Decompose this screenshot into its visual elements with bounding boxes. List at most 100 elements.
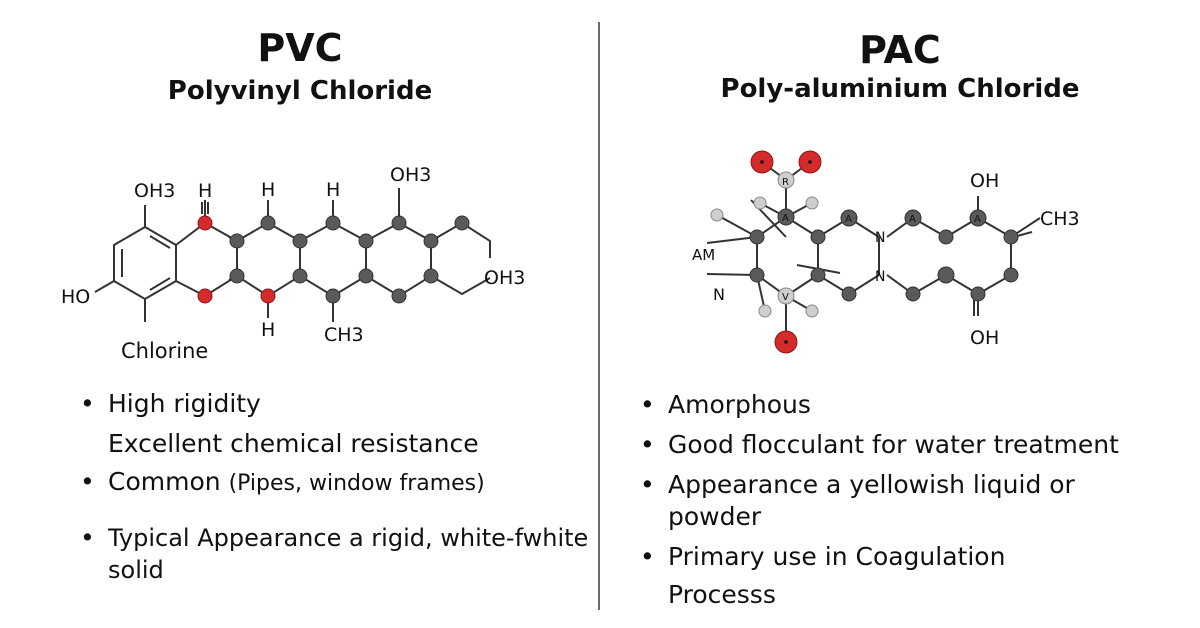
- carbon-atom: [358, 268, 374, 284]
- pac-label-oh-bottom: OH: [970, 327, 999, 349]
- pac-properties-list: • Amorphous • Good flocculant for water …: [638, 389, 1119, 611]
- list-item: • Appearance a yellowish liquid or powde…: [638, 469, 1119, 533]
- pvc-bullet-2-main: Common: [108, 467, 221, 496]
- pac-label-oh-top: OH: [970, 170, 999, 192]
- bullet-icon: •: [640, 390, 655, 419]
- pvc-label-h-bottom: H: [261, 319, 275, 341]
- pvc-bullet-1-line-2: Excellent chemical resistance: [108, 429, 479, 458]
- pac-atom-label-a4: A: [974, 214, 981, 225]
- bullet-icon: •: [80, 523, 95, 552]
- list-item: • Primary use in Coagulation Processs: [638, 541, 1119, 611]
- carbon-atom: [454, 215, 470, 231]
- pvc-subtitle: Polyvinyl Chloride: [167, 76, 433, 106]
- benzene-ring: [113, 225, 177, 301]
- pac-label-n-mid-1: N: [875, 230, 885, 246]
- carbon-atom: [229, 233, 245, 249]
- bullet-icon: •: [640, 542, 655, 571]
- carbon-atom: [229, 268, 245, 284]
- pac-label-ch3-right: CH3: [1040, 208, 1080, 230]
- oxygen-atom: [197, 288, 213, 304]
- aluminium-atom: [937, 266, 955, 284]
- carbon-atom: [905, 286, 921, 302]
- pvc-properties-list: • High rigidity Excellent chemical resis…: [78, 388, 588, 586]
- pvc-label-h-1: H: [198, 180, 212, 202]
- pac-atoms: [710, 150, 1019, 354]
- pac-bullet-4-line-1: Primary use in Coagulation: [668, 542, 1006, 571]
- carbon-atom: [938, 229, 954, 245]
- carbon-atom: [423, 268, 439, 284]
- hydrogen-atom: [753, 196, 767, 210]
- hydrogen-atom: [805, 196, 819, 210]
- hydrogen-atom: [777, 171, 795, 189]
- carbon-atom: [423, 233, 439, 249]
- pac-bullet-1: Amorphous: [668, 390, 811, 419]
- pvc-label-ho: HO: [61, 286, 90, 308]
- carbon-atom: [260, 215, 276, 231]
- pvc-bonds: [94, 188, 491, 322]
- bullet-icon: •: [640, 430, 655, 459]
- list-item: • High rigidity Excellent chemical resis…: [78, 388, 588, 460]
- pac-label-n-mid-2: N: [875, 269, 885, 285]
- carbon-atom: [810, 229, 826, 245]
- carbon-atom: [292, 268, 308, 284]
- pvc-label-oh3-top-left: OH3: [134, 180, 175, 202]
- carbon-atom: [391, 288, 407, 304]
- hydrogen-atom: [710, 208, 724, 222]
- pac-atom-label-v: V: [782, 292, 789, 303]
- carbon-atom: [970, 286, 986, 302]
- aluminium-atom: [777, 208, 795, 226]
- hydrogen-atom: [758, 304, 772, 318]
- hydrogen-atom: [777, 287, 795, 305]
- pac-subtitle: Poly-aluminium Chloride: [720, 74, 1080, 104]
- list-item: • Good flocculant for water treatment: [638, 429, 1119, 461]
- pac-panel: PAC Poly-aluminium Chloride: [600, 0, 1200, 628]
- carbon-atom: [1003, 229, 1019, 245]
- carbon-atom: [358, 233, 374, 249]
- oxygen-atom: [260, 288, 276, 304]
- carbon-atom: [325, 288, 341, 304]
- pac-bullet-2: Good flocculant for water treatment: [668, 430, 1119, 459]
- pvc-label-h-2: H: [261, 179, 275, 201]
- pvc-bullet-2-paren: (Pipes, window frames): [228, 471, 485, 496]
- pvc-label-ch3-bottom: CH3: [324, 324, 364, 346]
- pac-bullet-4-line-2: Processs: [668, 580, 776, 609]
- pvc-bullet-1-line-1: High rigidity: [108, 389, 261, 418]
- pvc-structure-diagram: OH3 H H H OH3 HO OH3 H CH3 Chlorine: [61, 164, 525, 363]
- pac-label-n-left: N: [713, 285, 725, 304]
- pac-label-am: AM: [692, 246, 715, 264]
- pac-atom-label-r: R: [782, 177, 789, 188]
- list-item: • Amorphous: [638, 389, 1119, 421]
- pac-atom-label-a1: A: [782, 213, 789, 224]
- aluminium-atom: [840, 209, 858, 227]
- pac-atom-label-a3: A: [909, 214, 916, 225]
- list-item: • Common (Pipes, window frames): [78, 466, 588, 500]
- bullet-icon: •: [80, 467, 95, 496]
- pvc-title: PVC: [257, 26, 343, 70]
- aluminium-atom: [969, 209, 987, 227]
- pvc-panel: PVC Polyvinyl Chloride: [61, 26, 588, 586]
- pac-bullet-3-line-1: Appearance a yellowish liquid or: [668, 470, 1075, 499]
- oxygen-atom: [197, 215, 213, 231]
- center-divider: [598, 22, 600, 610]
- pac-structure-diagram: R A A A A V N N AM N OH CH3 OH: [692, 150, 1080, 354]
- hydrogen-atom: [805, 304, 819, 318]
- carbon-atom: [749, 229, 765, 245]
- pvc-label-oh3-right: OH3: [484, 267, 525, 289]
- carbon-atom: [749, 267, 765, 283]
- carbon-atom: [325, 215, 341, 231]
- carbon-atom: [391, 215, 407, 231]
- bullet-icon: •: [640, 470, 655, 499]
- carbon-atom: [1003, 267, 1019, 283]
- pvc-atoms: [197, 215, 470, 304]
- pvc-label-chlorine: Chlorine: [121, 339, 208, 363]
- pac-title: PAC: [859, 28, 941, 72]
- carbon-atom: [810, 267, 826, 283]
- carbon-atom: [841, 286, 857, 302]
- pac-atom-label-a2: A: [845, 214, 852, 225]
- pvc-label-oh3-top-right: OH3: [390, 164, 431, 186]
- aluminium-atom: [904, 209, 922, 227]
- bullet-icon: •: [80, 389, 95, 418]
- carbon-atom: [292, 233, 308, 249]
- pvc-label-h-3: H: [326, 179, 340, 201]
- pac-bullet-3-line-2: powder: [668, 502, 762, 531]
